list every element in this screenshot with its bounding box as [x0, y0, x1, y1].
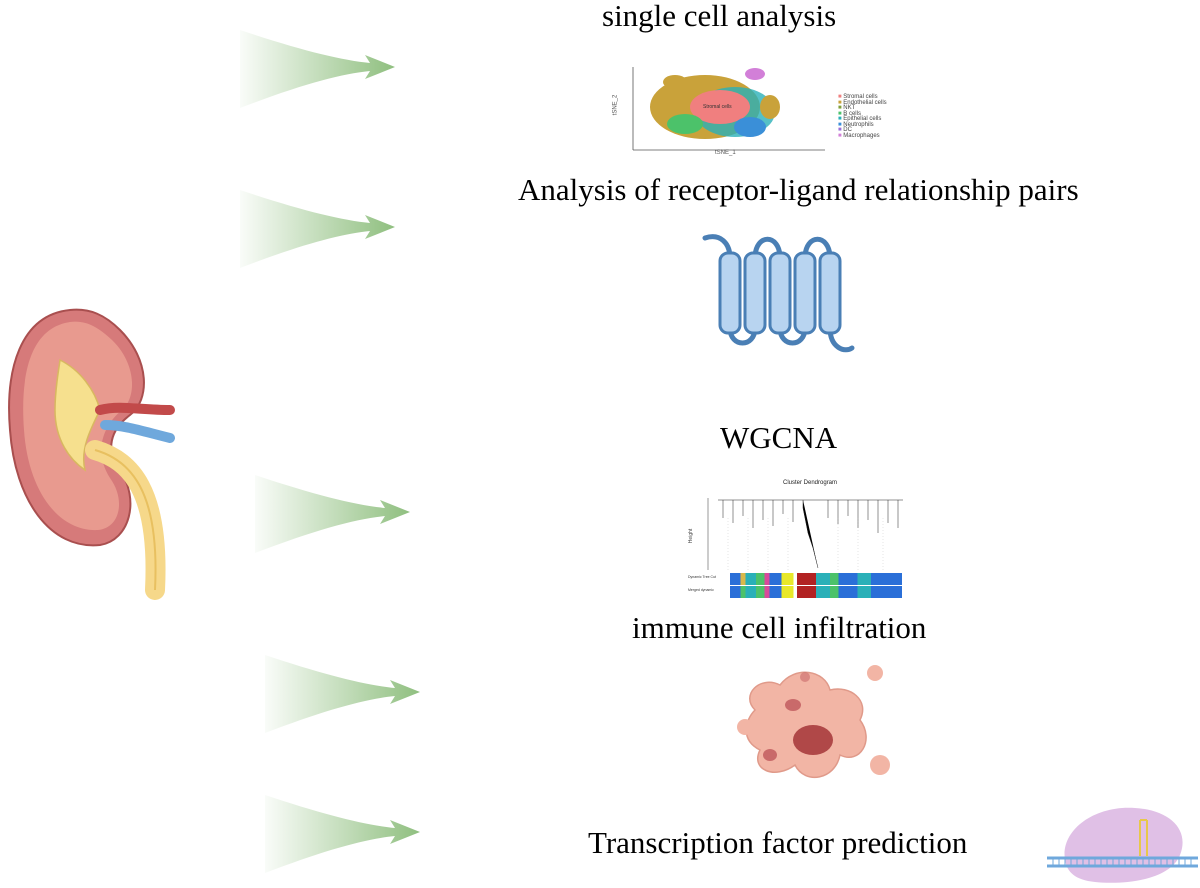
legend-item: ■ Neutrophils: [838, 121, 874, 128]
legend-item: ■ NKT: [838, 105, 856, 111]
arrow-4: [265, 655, 420, 733]
legend-item: ■ Stromal cells: [838, 94, 878, 100]
legend-item: ■ B cells: [838, 110, 861, 117]
kidney-icon: [8, 308, 175, 600]
tsne-xlabel: tSNE_1: [715, 150, 736, 156]
dendrogram-row1-label: Dynamic Tree Cut: [688, 575, 717, 579]
tsne-legend-list: ■ Stromal cells ■ Endothelial cells ■ NK…: [838, 94, 887, 139]
step-label-wgcna: WGCNA: [720, 420, 838, 455]
dendrogram-title: Cluster Dendrogram: [783, 480, 838, 486]
tsne-ylabel: tSNE_2: [612, 94, 619, 116]
cluster-dendrogram-icon: Cluster Dendrogram Height Dynamic Tree C…: [688, 478, 906, 603]
step-label-tf: Transcription factor prediction: [588, 825, 968, 860]
tsne-cluster-label: Stromal cells: [703, 104, 732, 110]
dna-binding-icon: [1047, 807, 1198, 883]
step-label-single-cell: single cell analysis: [602, 0, 837, 33]
arrow-2: [240, 190, 395, 268]
legend-item: ■ Macrophages: [838, 132, 880, 139]
tsne-plot-icon: tSNE_1 tSNE_2 Stromal cells: [605, 52, 830, 162]
arrow-5: [265, 795, 420, 873]
dendrogram-row2-label: Merged dynamic: [688, 588, 714, 592]
legend-item: ■ Endothelial cells: [838, 99, 887, 106]
membrane-receptor-icon: [702, 234, 855, 353]
arrow-3: [255, 475, 410, 553]
legend-item: ■ Epithelial cells: [838, 116, 882, 122]
step-label-immune: immune cell infiltration: [632, 610, 927, 645]
arrow-1: [240, 30, 395, 108]
tissue-cells-icon: [737, 665, 890, 779]
legend-item: ■ DC: [838, 127, 852, 133]
dendrogram-color-bar-2: [730, 586, 902, 598]
dendrogram-color-bar-1: [730, 573, 902, 585]
step-label-receptor-ligand: Analysis of receptor-ligand relationship…: [518, 172, 1079, 207]
